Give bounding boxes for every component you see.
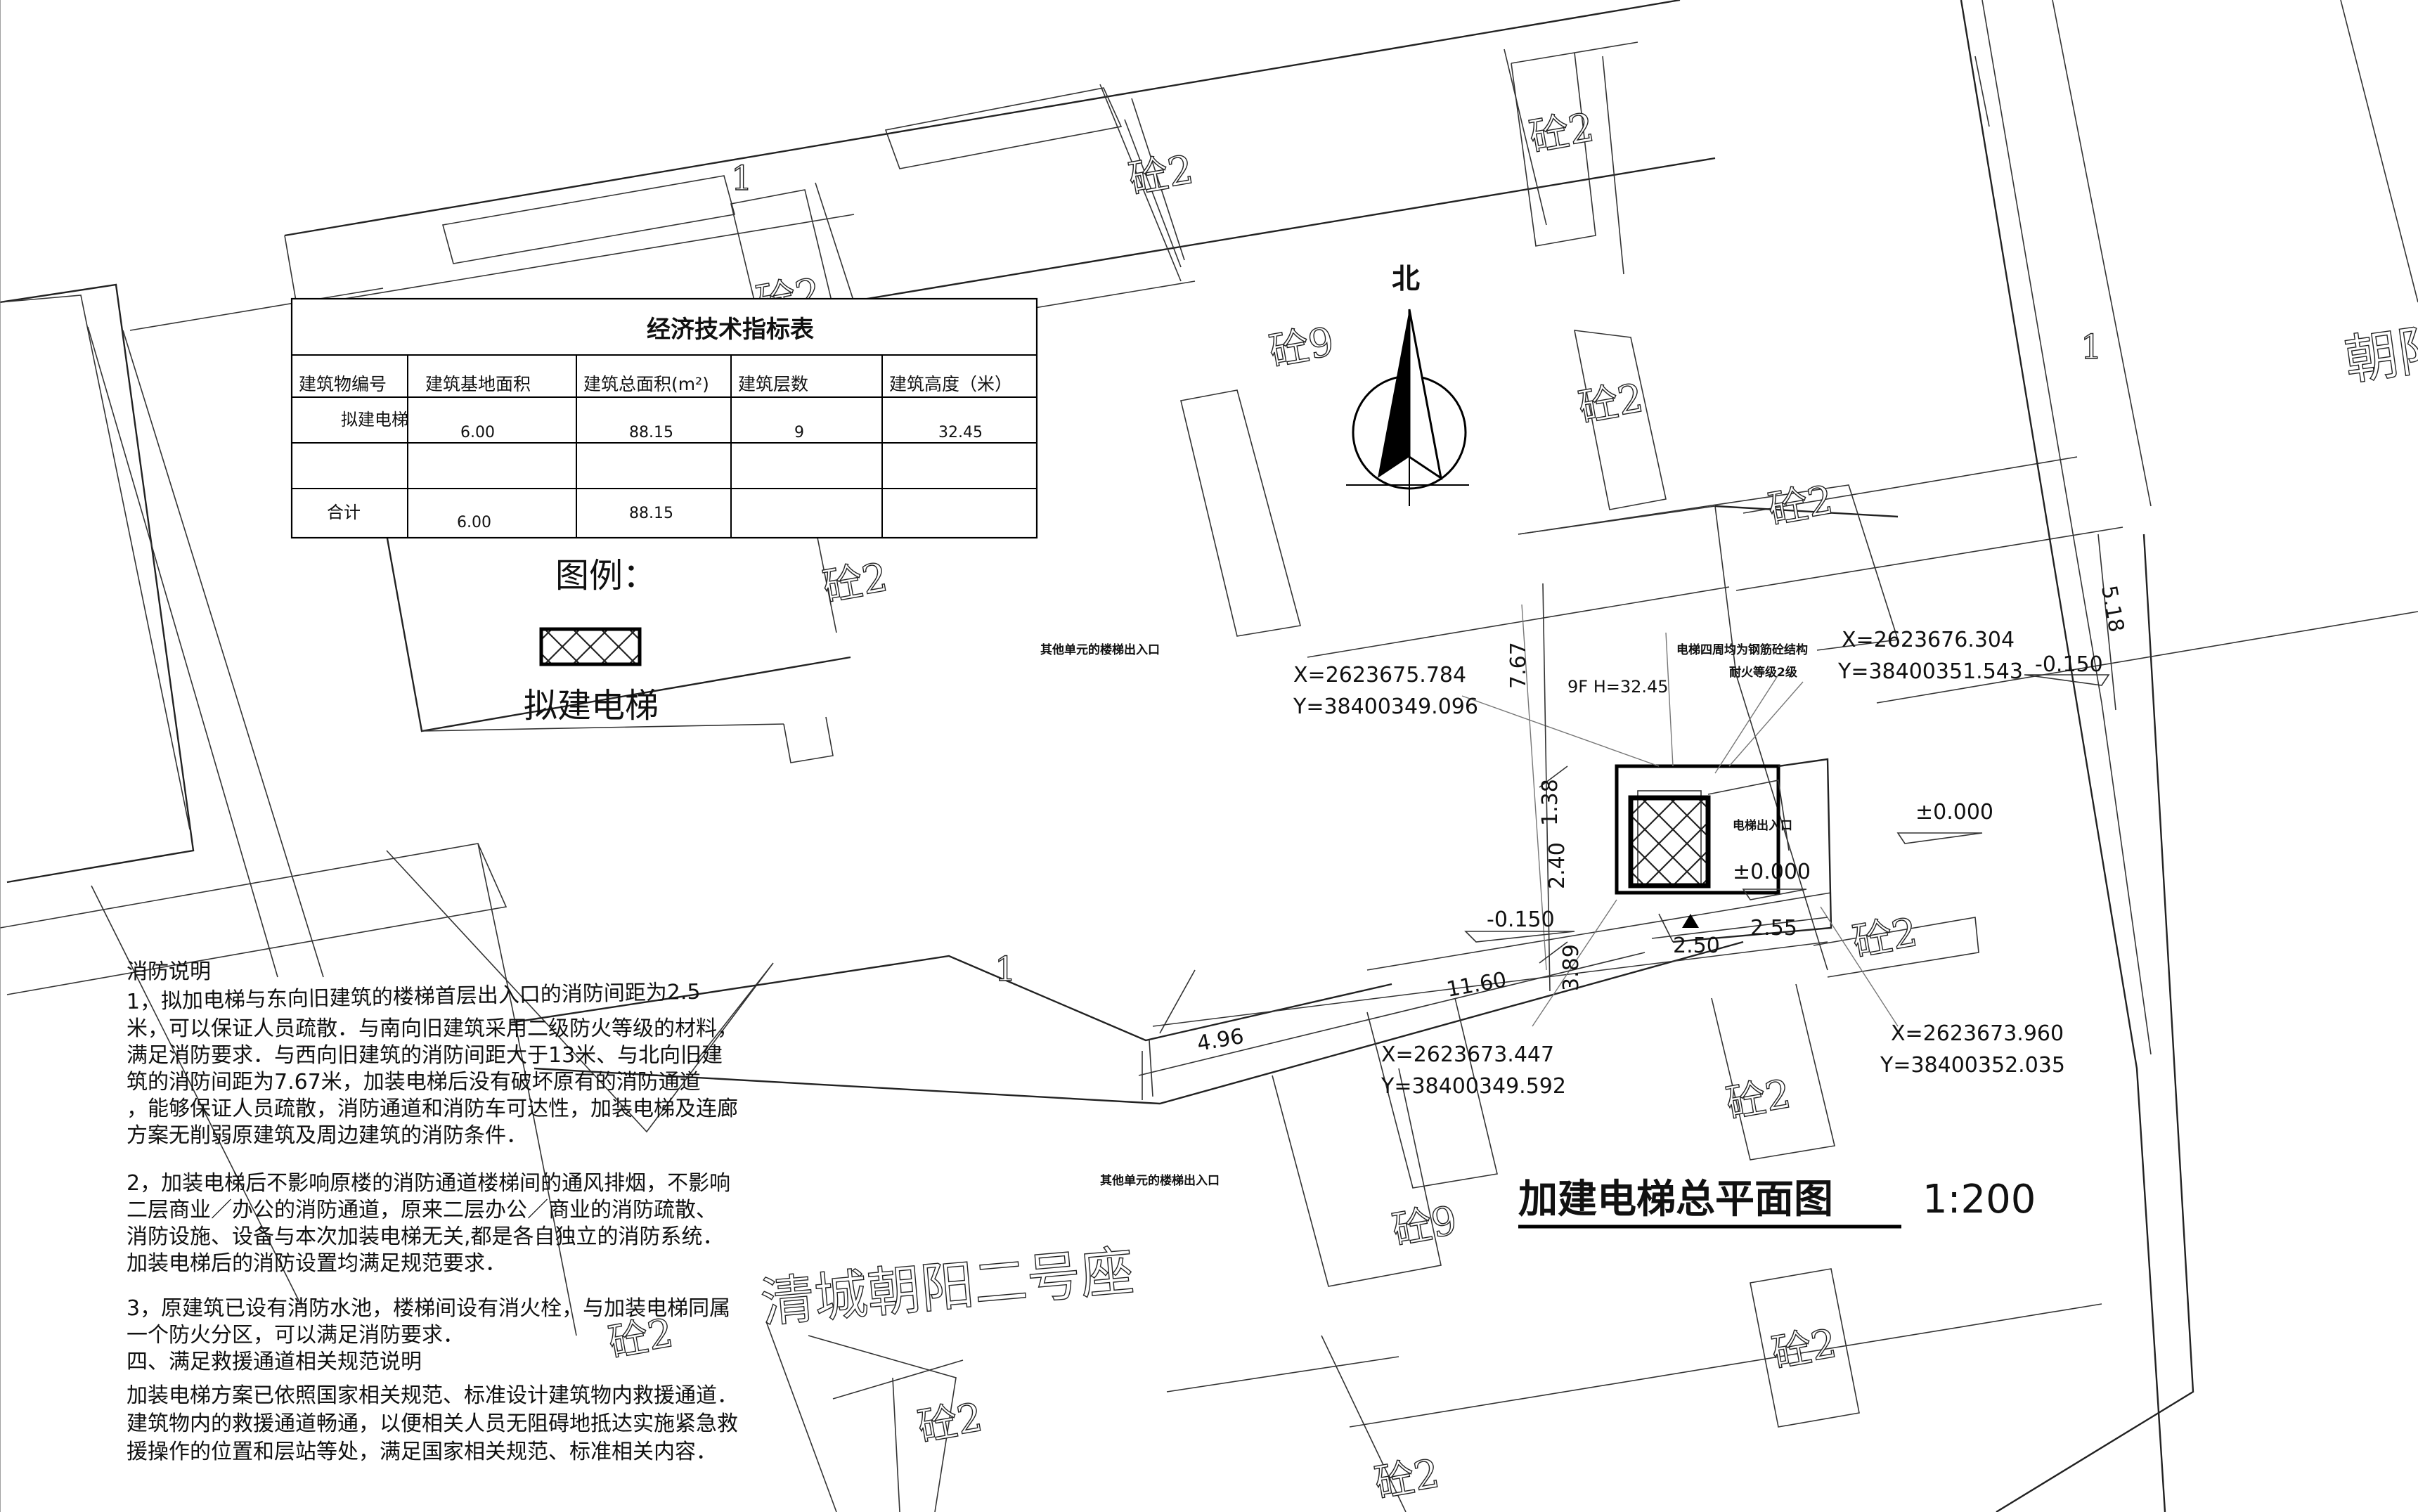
material-label: 砼2	[1723, 1071, 1795, 1127]
structure-note: 电梯四周均为钢筋砼结构	[1676, 642, 1808, 657]
road-number: 1	[995, 950, 1016, 989]
table-cell: 88.15	[629, 505, 673, 522]
dimension-label: 11.60	[1444, 967, 1508, 1002]
elevator-block	[1461, 484, 1899, 1027]
table-cell: 88.15	[629, 424, 673, 441]
dimension-label: 1.38	[1538, 779, 1563, 826]
table-header: 建筑基地面积	[425, 374, 531, 394]
proposed-elevator-hatch	[1628, 795, 1711, 889]
material-labels: 砼2 砼2 砼2 砼9 砼2 砼2 砼2 砼2 砼2 砼9 砼2 砼2 砼2 砼…	[604, 104, 1921, 1507]
material-label: 砼2	[1371, 1451, 1443, 1507]
table-title: 经济技术指标表	[647, 316, 814, 344]
fire-note-line: 米，可以保证人员疏散．与南向旧建筑采用二级防火等级的材料，	[127, 1016, 738, 1041]
fire-note-line: 建筑物内的救援通道畅通，以便相关人员无阻碍地抵达实施紧急救	[127, 1411, 738, 1436]
dimension-label: 2.55	[1750, 916, 1797, 941]
annotations: X=2623675.784 Y=38400349.096 X=2623676.3…	[1040, 583, 2128, 1188]
coord-ne-x: X=2623676.304	[1842, 628, 2015, 652]
table-header: 建筑高度（米）	[889, 374, 1012, 394]
fire-note-line: 四、满足救援通道相关规范说明	[127, 1350, 422, 1374]
dimension-label: 5.18	[2096, 583, 2128, 634]
legend: 图例： 拟建电梯	[524, 556, 659, 725]
north-needle-icon	[1378, 309, 1409, 478]
entrance-arrow-icon	[1682, 914, 1699, 928]
fire-note-line: 加装电梯后的消防设置均满足规范要求．	[127, 1251, 506, 1276]
elevation-marks	[1464, 674, 2110, 943]
table-cell: 9	[794, 424, 804, 441]
fire-note-line: 满足消防要求．与西向旧建筑的消防间距大于13米、与北向旧建	[127, 1043, 723, 1068]
dimension-label: 2.40	[1545, 842, 1570, 889]
material-label: 砼2	[605, 1310, 677, 1366]
north-label: 北	[1392, 263, 1420, 295]
plan-title-name: 加建电梯总平面图	[1518, 1177, 1833, 1222]
fire-note-line: 一个防火分区，可以满足消防要求．	[127, 1323, 464, 1348]
coord-sw-x: X=2623673.447	[1381, 1042, 1554, 1067]
structure-note: 耐火等级2级	[1729, 665, 1797, 680]
fire-note-line: 2，加装电梯后不影响原楼的消防通道楼梯间的通风排烟，不影响	[127, 1171, 730, 1196]
dimension-label: 2.50	[1673, 933, 1720, 958]
road-labels: 1 1 1	[730, 158, 2102, 989]
fire-note-line: 筑的消防间距为7.67米，加装电梯后没有破坏原有的消防通道	[127, 1070, 701, 1094]
legend-hatch-swatch	[539, 627, 642, 666]
fire-note-line: ，能够保证人员疏散，消防通道和消防车可达性，加装电梯及连廊	[127, 1097, 738, 1121]
material-label: 砼2	[1769, 1321, 1840, 1377]
table-cell: 6.00	[460, 424, 495, 441]
material-label: 砼2	[1849, 910, 1921, 966]
table-header: 建筑总面积(m²)	[583, 374, 709, 394]
fire-note-line: 加装电梯方案已依照国家相关规范、标准设计建筑物内救援通道．	[127, 1383, 738, 1408]
fire-note-line: 1，拟加电梯与东向旧建筑的楼梯首层出入口的消防间距为2.5	[127, 980, 701, 1014]
road-number: 1	[731, 159, 753, 198]
table-cell: 合计	[327, 503, 361, 522]
plan-title: 加建电梯总平面图 1:200	[1518, 1177, 2036, 1229]
table-header: 建筑层数	[738, 374, 808, 394]
fire-note-line: 援操作的位置和层站等处，满足国家相关规范、标准相关内容．	[127, 1440, 717, 1464]
elevation-mark: ±0.000	[1915, 800, 1993, 825]
table-header: 建筑物编号	[299, 374, 387, 394]
site-name: 清城朝阳二号座	[758, 1239, 1137, 1334]
coord-se-x: X=2623673.960	[1891, 1021, 2064, 1046]
fire-note-line: 3，原建筑已设有消防水池，楼梯间设有消火栓，与加装电梯同属	[127, 1296, 730, 1321]
fire-notes: 消防说明 1，拟加电梯与东向旧建筑的楼梯首层出入口的消防间距为2.5 米，可以保…	[127, 959, 738, 1464]
material-label: 砼2	[1125, 147, 1197, 203]
table-cell: 拟建电梯	[341, 410, 408, 429]
material-label: 砼2	[1765, 477, 1837, 534]
floors-height-note: 9F H=32.45	[1567, 677, 1669, 697]
table-cell: 32.45	[938, 424, 983, 441]
material-label: 砼2	[820, 555, 891, 611]
elevation-mark: -0.150	[1487, 907, 1555, 932]
coord-nw-x: X=2623675.784	[1293, 663, 1466, 687]
coord-ne-y: Y=38400351.543	[1837, 659, 2023, 684]
other-exit-note: 其他单元的楼梯出入口	[1100, 1173, 1220, 1188]
material-label: 砼2	[1526, 105, 1598, 161]
elevation-mark: ±0.000	[1733, 860, 1811, 884]
north-arrow: 北	[1346, 263, 1469, 506]
fire-note-line: 二层商业／办公的消防通道，原来二层办公／商业的消防疏散、	[127, 1198, 717, 1222]
dimension-label: 7.67	[1506, 642, 1531, 689]
coord-se-y: Y=38400352.035	[1880, 1053, 2065, 1078]
edge-label: 朝阳	[2341, 316, 2418, 392]
plan-title-scale: 1:200	[1922, 1177, 2036, 1222]
fire-notes-heading: 消防说明	[127, 959, 211, 984]
material-label: 砼9	[1266, 319, 1338, 375]
material-label: 砼2	[1575, 375, 1647, 432]
road-number: 1	[2081, 328, 2102, 367]
table-cell: 6.00	[457, 514, 491, 531]
dimension-lines	[1138, 534, 2116, 1100]
fire-note-line: 方案无削弱原建筑及周边建筑的消防条件．	[127, 1123, 527, 1148]
coord-sw-y: Y=38400349.592	[1381, 1074, 1566, 1099]
material-label: 砼9	[1389, 1198, 1461, 1254]
fire-note-line: 消防设施、设备与本次加装电梯无关,都是各自独立的消防系统．	[127, 1225, 724, 1249]
elevation-mark: -0.150	[2035, 652, 2103, 677]
coord-nw-y: Y=38400349.096	[1293, 694, 1478, 719]
other-exit-note: 其他单元的楼梯出入口	[1040, 642, 1160, 657]
dimension-label: 3.89	[1559, 944, 1584, 991]
legend-title: 图例：	[555, 556, 657, 595]
elevator-exit-note: 电梯出入口	[1733, 818, 1792, 833]
material-label: 砼2	[914, 1395, 986, 1451]
legend-item-label: 拟建电梯	[524, 686, 659, 725]
economic-indicators-table: 经济技术指标表 建筑物编号 建筑基地面积 建筑总面积(m²) 建筑层数 建筑高度…	[290, 297, 1038, 539]
